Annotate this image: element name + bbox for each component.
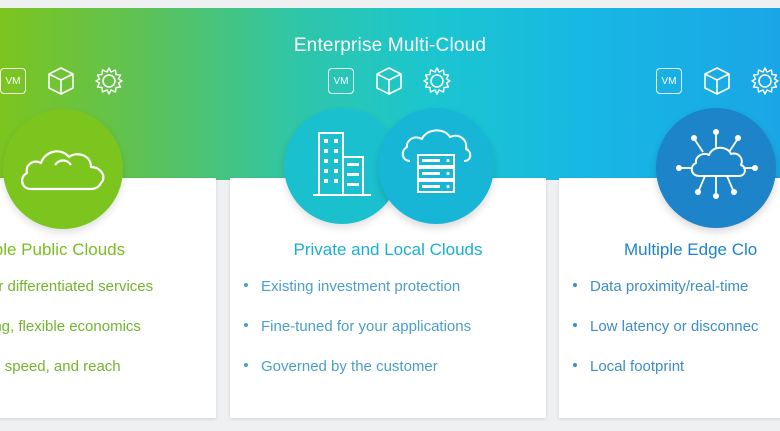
cloud-server-icon [398,127,474,206]
workload-icons-left: VM [0,66,124,96]
list-item: Low latency or disconnec [573,318,758,358]
list-item: Data proximity/real-time [573,278,758,318]
private-clouds-card: Private and Local Clouds Existing invest… [230,178,546,418]
cube-icon [702,66,732,96]
cloud-network-icon [671,124,761,213]
banner-title: Enterprise Multi-Cloud [293,35,487,56]
vm-icon: VM [654,66,684,96]
gear-icon [750,66,780,96]
list-item: Local footprint [573,358,758,398]
workload-icons-center: VM [326,66,452,96]
public-cloud-circle [3,109,123,229]
bullet-list: Existing investment protection Fine-tune… [244,278,471,398]
vm-icon: VM [0,66,28,96]
list-item: Existing investment protection [244,278,471,318]
bullet-list: Data proximity/real-time Low latency or … [573,278,758,398]
card-title: Multiple Edge Clo [624,240,758,259]
cloud-icon [15,137,111,202]
cube-icon [46,66,76,96]
list-item: Governed by the customer [244,358,471,398]
private-cloud-server-circle [378,108,494,224]
list-item: Fine-tuned for your applications [244,318,471,358]
cube-icon [374,66,404,96]
list-item: or differentiated services [0,278,154,295]
public-clouds-card: iple Public Clouds or differentiated ser… [0,178,216,418]
gear-icon [422,66,452,96]
list-item: ing, flexible economics [0,318,141,335]
edge-cloud-circle [656,108,776,228]
building-icon [307,127,377,206]
card-title: iple Public Clouds [0,240,126,259]
card-title: Private and Local Clouds [293,240,483,259]
list-item: y, speed, and reach [0,358,121,375]
gear-icon [94,66,124,96]
bullet-list: or differentiated services ing, flexible… [0,278,153,398]
workload-icons-right: VM [654,66,780,96]
vm-icon: VM [326,66,356,96]
